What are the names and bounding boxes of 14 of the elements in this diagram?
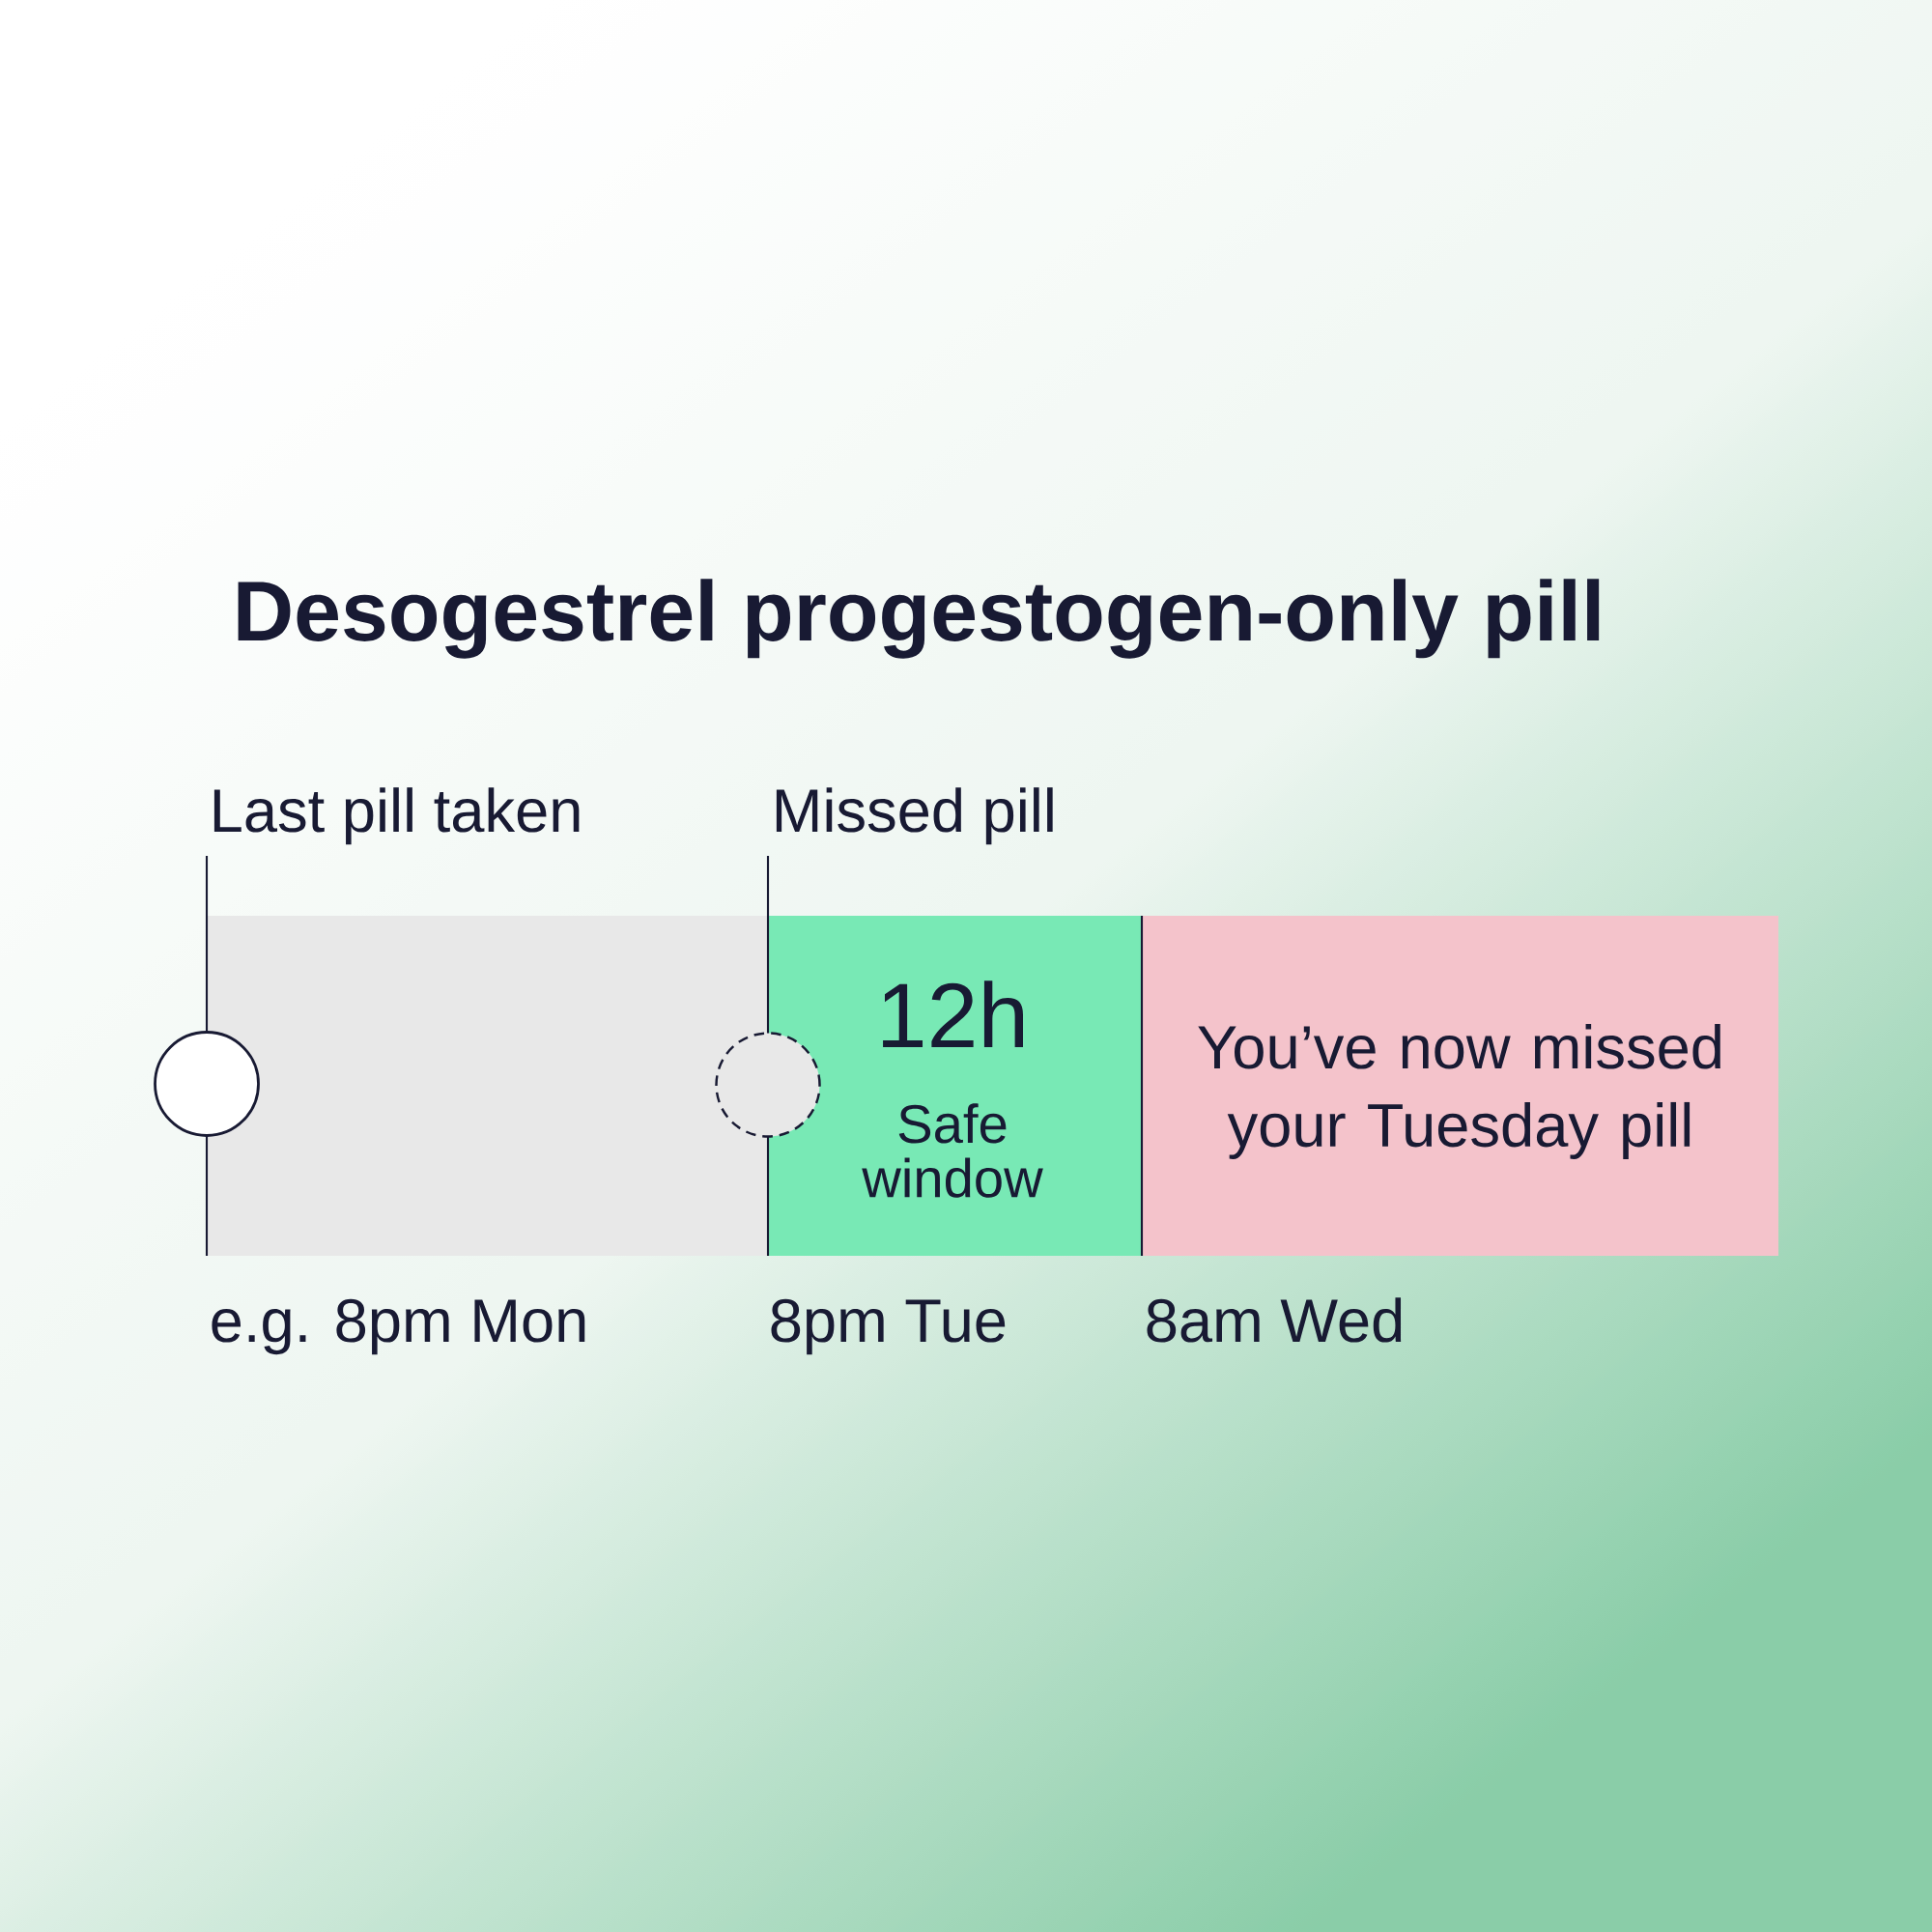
band-label: You’ve now missed your Tuesday pill xyxy=(1198,1024,1720,1159)
marker-label: Last pill taken xyxy=(213,787,580,845)
pill-marker xyxy=(715,1032,821,1138)
duration-label: 12h xyxy=(883,980,1023,1047)
band-label: Safe window xyxy=(862,1103,1043,1198)
marker-label: Missed pill xyxy=(776,787,1053,845)
time-label: 8pm Tue xyxy=(771,1298,1006,1355)
time-label: e.g. 8pm Mon xyxy=(212,1298,585,1355)
title: Desogestrel progestogen-only pill xyxy=(238,579,1600,659)
time-label: 8am Wed xyxy=(1147,1297,1402,1343)
time-band xyxy=(207,916,768,1256)
time-band xyxy=(768,916,1142,1256)
pill-marker xyxy=(154,1031,260,1137)
time-band xyxy=(1142,916,1778,1256)
